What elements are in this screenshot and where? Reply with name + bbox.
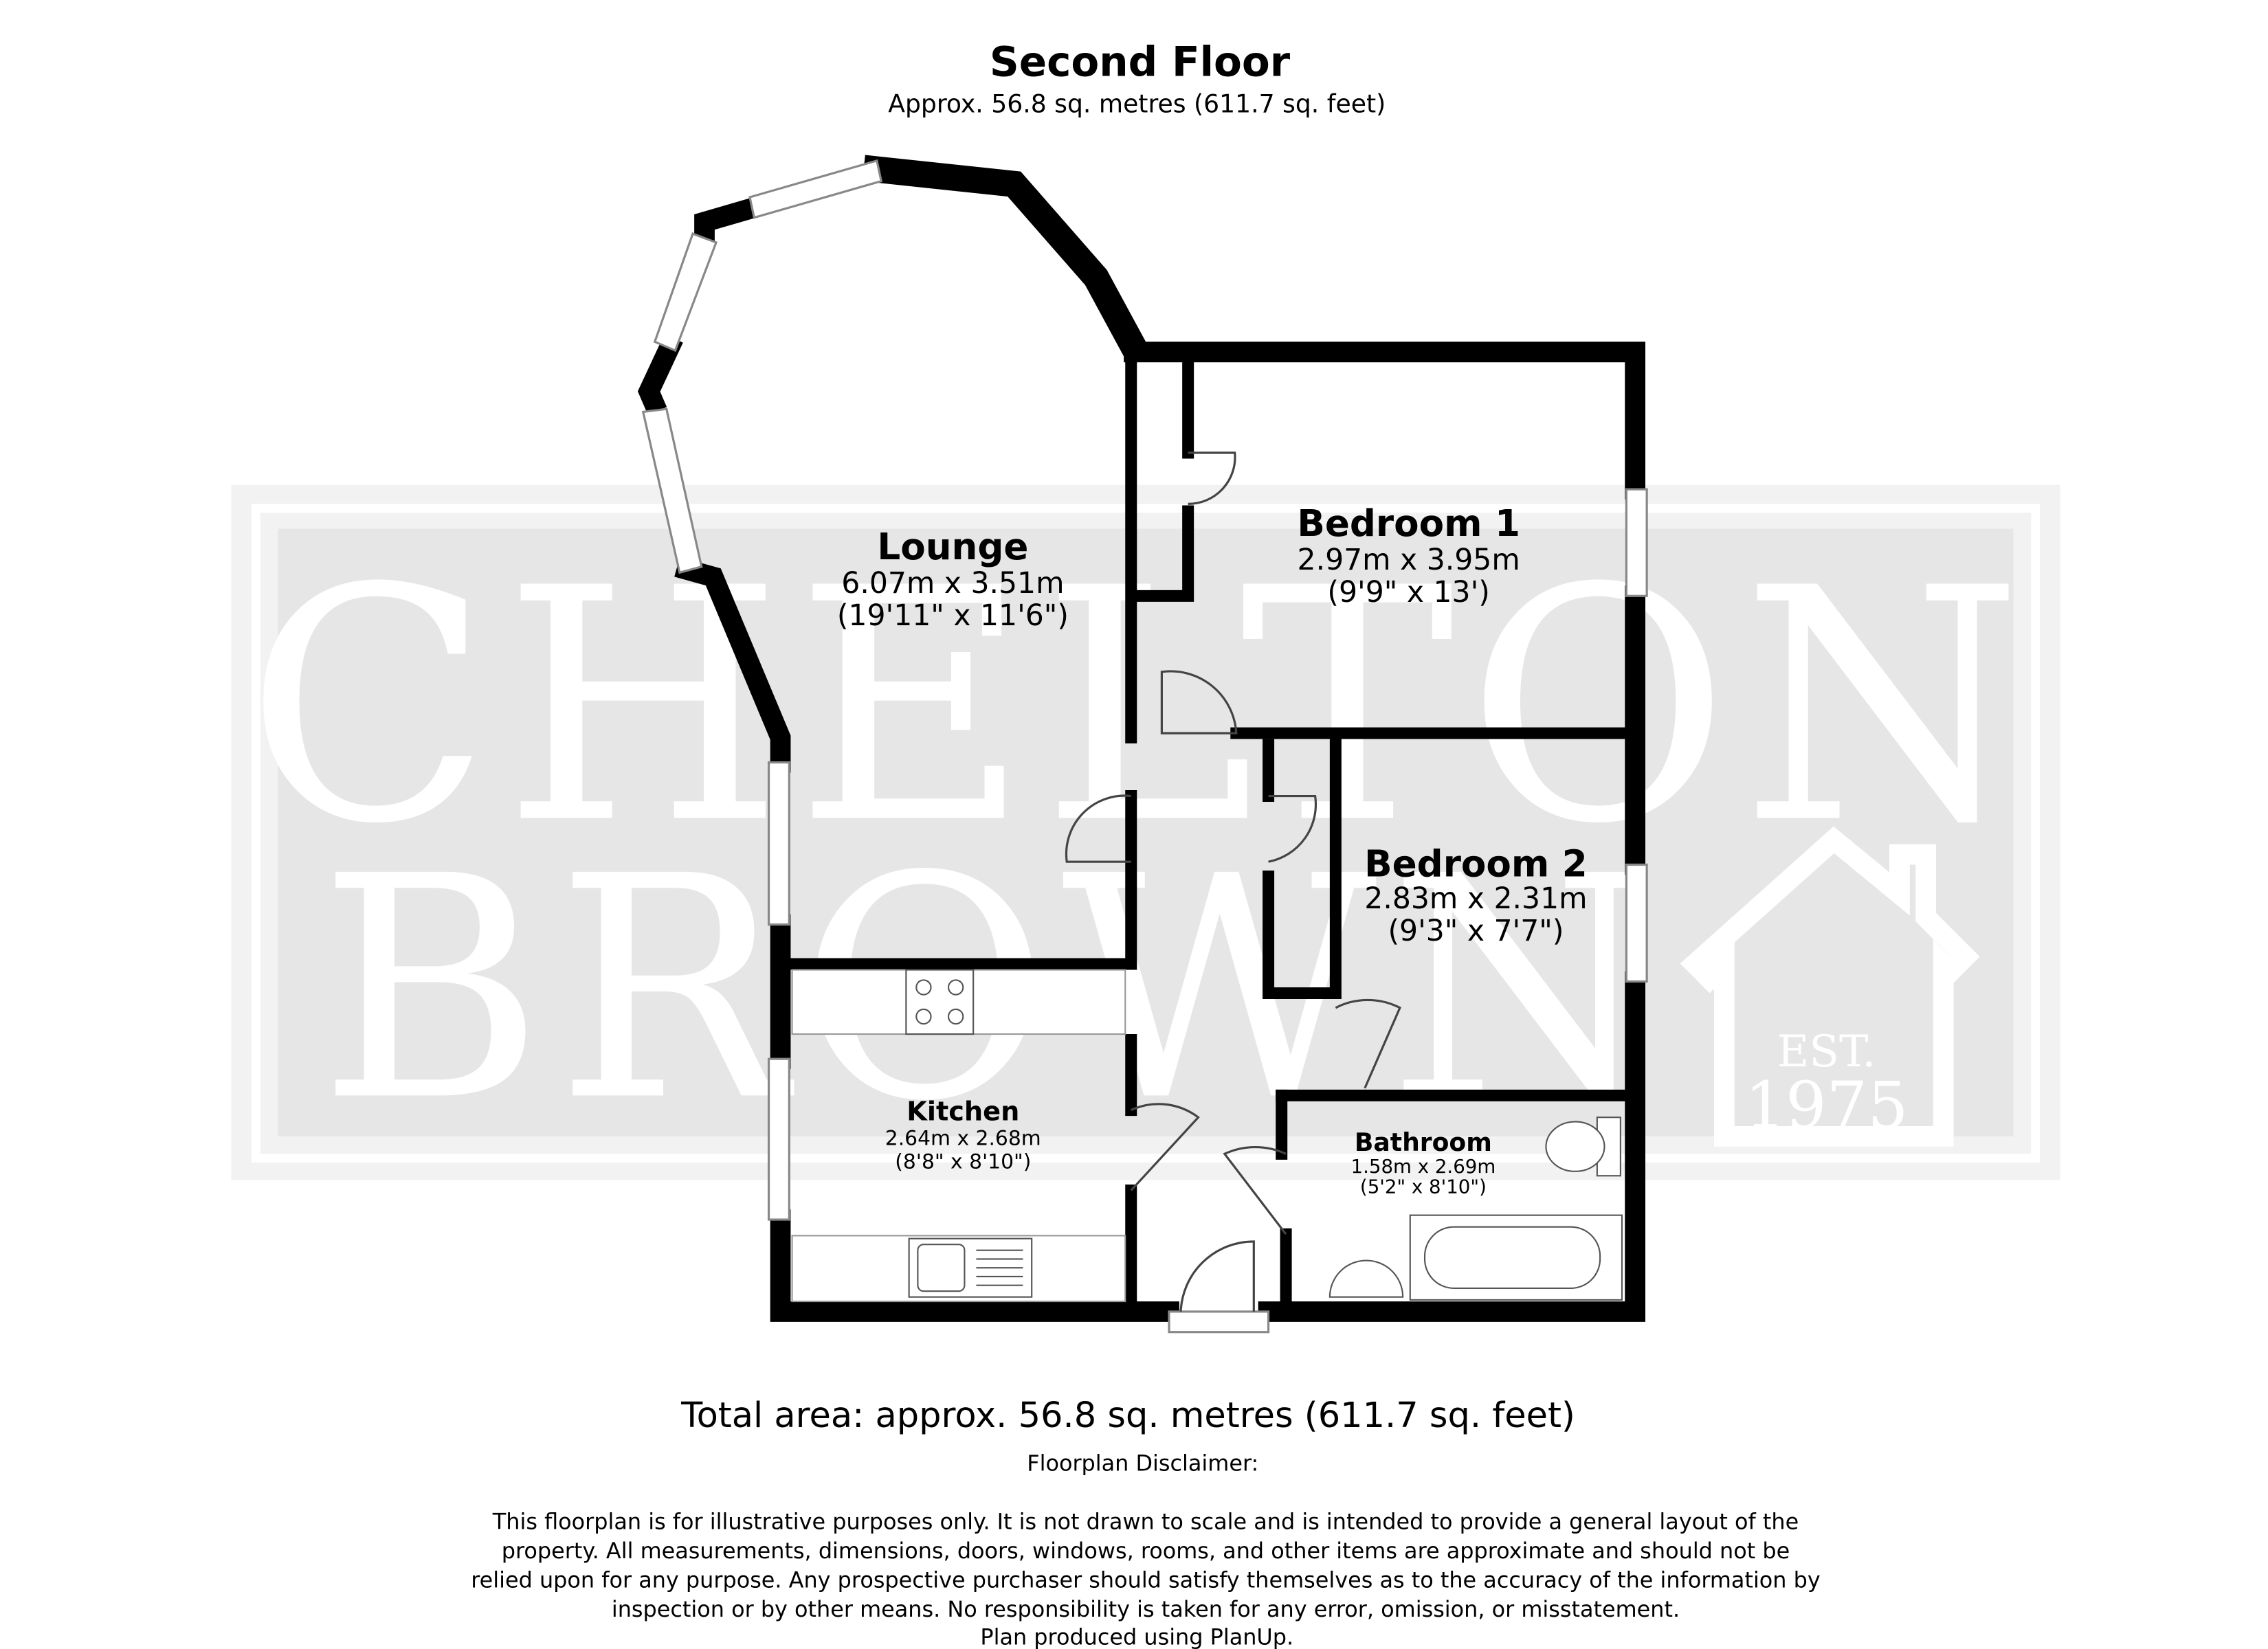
entrance-step (1168, 1310, 1270, 1334)
page-title: Second Floor (990, 39, 1291, 87)
window (1625, 863, 1648, 983)
disclaimer-line: inspection or by other means. No respons… (612, 1596, 1680, 1622)
room-bathroom: Bathroom 1.58m x 2.69m (5'2" x 8'10") (1351, 1128, 1496, 1198)
windows (641, 159, 1648, 1334)
watermark-est: EST. (1777, 1027, 1876, 1077)
door[interactable] (1065, 794, 1131, 863)
door[interactable] (1179, 1240, 1255, 1312)
hob-icon (905, 969, 975, 1035)
door[interactable] (1130, 1103, 1200, 1191)
room-imperial: (19'11" x 11'6") (837, 599, 1069, 633)
room-bedroom-1: Bedroom 1 2.97m x 3.95m (9'9" x 13') (1297, 502, 1520, 609)
disclaimer-line: relied upon for any purpose. Any prospec… (471, 1567, 1820, 1593)
walls (637, 155, 1646, 1322)
room-kitchen: Kitchen 2.64m x 2.68m (8'8" x 8'10") (885, 1096, 1041, 1174)
window (653, 232, 718, 352)
watermark-logo: CHELTON BROWN EST. 1975 (231, 484, 2060, 1180)
door[interactable] (1160, 670, 1238, 734)
room-imperial: (5'2" x 8'10") (1360, 1176, 1487, 1198)
room-metric: 2.83m x 2.31m (1364, 882, 1587, 916)
room-metric: 6.07m x 3.51m (841, 567, 1064, 601)
room-name: Lounge (877, 526, 1028, 568)
bath-icon (1409, 1214, 1623, 1301)
page-subtitle: Approx. 56.8 sq. metres (611.7 sq. feet) (888, 89, 1386, 119)
doors (1065, 451, 1401, 1312)
door[interactable] (1223, 1146, 1287, 1235)
room-name: Bedroom 2 (1364, 842, 1588, 885)
basin-icon (1328, 1259, 1404, 1298)
disclaimer-title: Floorplan Disclaimer: (1027, 1450, 1258, 1477)
fixtures (791, 969, 1623, 1303)
room-metric: 2.97m x 3.95m (1298, 543, 1520, 577)
door[interactable] (1188, 451, 1236, 505)
window (1625, 488, 1648, 597)
sink-icon (908, 1237, 1033, 1298)
watermark-year: 1975 (1745, 1068, 1909, 1143)
room-metric: 2.64m x 2.68m (885, 1127, 1041, 1151)
window (767, 1057, 790, 1221)
room-name: Bathroom (1355, 1128, 1492, 1157)
window (641, 407, 703, 574)
room-bedroom-2: Bedroom 2 2.83m x 2.31m (9'3" x 7'7") (1364, 842, 1588, 948)
room-name: Bedroom 1 (1297, 502, 1520, 545)
total-area: Total area: approx. 56.8 sq. metres (611… (680, 1395, 1575, 1436)
house-icon (1680, 826, 1980, 1147)
toilet-icon (1545, 1117, 1621, 1177)
room-lounge: Lounge 6.07m x 3.51m (19'11" x 11'6") (837, 526, 1069, 633)
room-imperial: (9'3" x 7'7") (1388, 915, 1564, 948)
room-imperial: (8'8" x 8'10") (895, 1150, 1031, 1174)
room-metric: 1.58m x 2.69m (1351, 1155, 1496, 1178)
window (767, 761, 790, 926)
disclaimer-line: property. All measurements, dimensions, … (502, 1538, 1790, 1564)
disclaimer-line: Plan produced using PlanUp. (980, 1624, 1293, 1649)
door[interactable] (1268, 794, 1318, 863)
window (748, 159, 883, 219)
room-imperial: (9'9" x 13') (1327, 576, 1489, 609)
door[interactable] (1335, 998, 1401, 1089)
disclaimer-line: This floorplan is for illustrative purpo… (492, 1509, 1799, 1535)
room-name: Kitchen (907, 1096, 1019, 1127)
